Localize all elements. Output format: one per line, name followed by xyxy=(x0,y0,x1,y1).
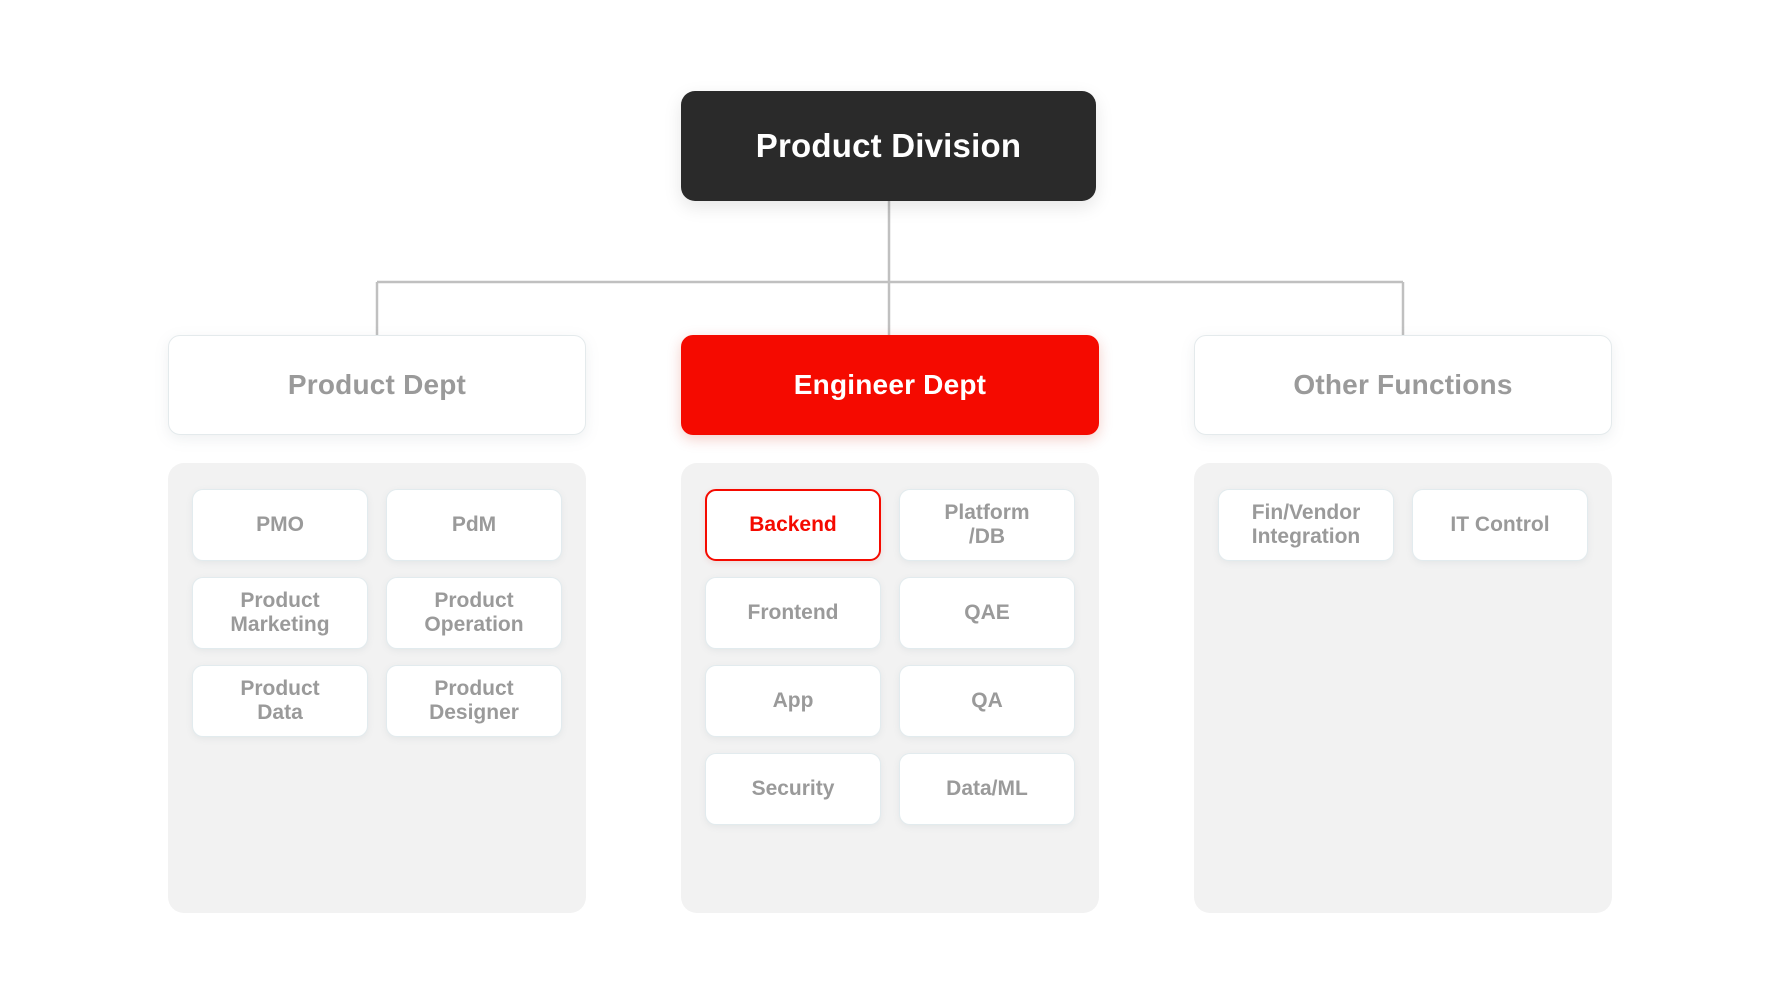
child-card-pmo[interactable]: PMO xyxy=(192,489,368,561)
child-card-label: PdM xyxy=(451,513,497,537)
child-card-qa[interactable]: QA xyxy=(899,665,1075,737)
child-card-label: Product Marketing xyxy=(230,589,330,636)
children-grid: Backend Platform /DB Frontend QAE App xyxy=(705,489,1075,825)
child-card-pdm[interactable]: PdM xyxy=(386,489,562,561)
branch-other-functions: Other Functions Fin/Vendor Integration I… xyxy=(1194,335,1612,913)
child-card-label: Fin/Vendor Integration xyxy=(1251,501,1361,548)
child-card-label: Platform /DB xyxy=(944,501,1030,548)
child-card-label: Frontend xyxy=(747,601,839,625)
dept-card-other-functions[interactable]: Other Functions xyxy=(1194,335,1612,435)
children-panel-product-dept: PMO PdM Product Marketing Product Operat… xyxy=(168,463,586,913)
child-card-app[interactable]: App xyxy=(705,665,881,737)
children-grid: PMO PdM Product Marketing Product Operat… xyxy=(192,489,562,737)
children-panel-engineer-dept: Backend Platform /DB Frontend QAE App xyxy=(681,463,1099,913)
child-card-label: App xyxy=(772,689,814,713)
child-card-product-data[interactable]: Product Data xyxy=(192,665,368,737)
child-card-label: Security xyxy=(751,777,835,801)
child-card-label: Product Operation xyxy=(424,589,524,636)
root-node-product-division[interactable]: Product Division xyxy=(681,91,1096,201)
children-grid: Fin/Vendor Integration IT Control xyxy=(1218,489,1588,561)
child-card-product-operation[interactable]: Product Operation xyxy=(386,577,562,649)
child-card-label: Data/ML xyxy=(946,777,1028,801)
dept-card-product-dept[interactable]: Product Dept xyxy=(168,335,586,435)
child-card-label: QAE xyxy=(964,601,1010,625)
dept-card-label: Engineer Dept xyxy=(793,369,987,400)
branch-columns: Product Dept PMO PdM Product Marketing P… xyxy=(0,335,1780,935)
child-card-platform-db[interactable]: Platform /DB xyxy=(899,489,1075,561)
dept-card-label: Product Dept xyxy=(287,369,467,400)
child-card-security[interactable]: Security xyxy=(705,753,881,825)
child-card-label: Product Data xyxy=(240,677,320,724)
child-card-fin-vendor-integration[interactable]: Fin/Vendor Integration xyxy=(1218,489,1394,561)
child-card-label: QA xyxy=(971,689,1003,713)
dept-card-label: Other Functions xyxy=(1293,369,1513,400)
child-card-label: PMO xyxy=(256,513,304,537)
child-card-product-marketing[interactable]: Product Marketing xyxy=(192,577,368,649)
child-card-product-designer[interactable]: Product Designer xyxy=(386,665,562,737)
child-card-frontend[interactable]: Frontend xyxy=(705,577,881,649)
child-card-backend[interactable]: Backend xyxy=(705,489,881,561)
child-card-label: IT Control xyxy=(1450,513,1550,537)
branch-product-dept: Product Dept PMO PdM Product Marketing P… xyxy=(168,335,586,913)
child-card-data-ml[interactable]: Data/ML xyxy=(899,753,1075,825)
child-card-qae[interactable]: QAE xyxy=(899,577,1075,649)
branch-engineer-dept: Engineer Dept Backend Platform /DB Front… xyxy=(681,335,1099,913)
children-panel-other-functions: Fin/Vendor Integration IT Control xyxy=(1194,463,1612,913)
root-node-label: Product Division xyxy=(755,127,1022,164)
child-card-it-control[interactable]: IT Control xyxy=(1412,489,1588,561)
child-card-label: Backend xyxy=(749,513,837,537)
dept-card-engineer-dept[interactable]: Engineer Dept xyxy=(681,335,1099,435)
child-card-label: Product Designer xyxy=(429,677,519,724)
